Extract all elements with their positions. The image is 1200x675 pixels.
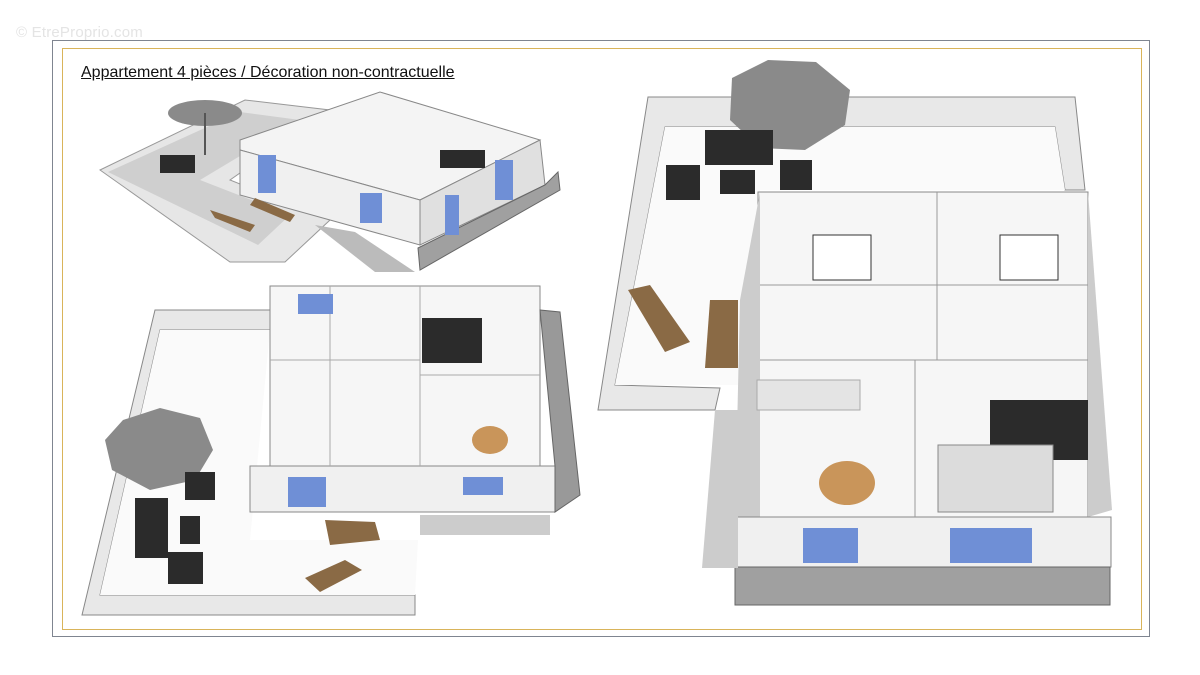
umbrella (105, 408, 213, 490)
inner-frame (62, 48, 1142, 630)
isometric-view (99, 91, 561, 272)
window (445, 195, 459, 235)
page-title: Appartement 4 pièces / Décoration non-co… (81, 64, 455, 81)
floor-plan-right (597, 60, 1112, 606)
watermark: © EtreProprio.com (16, 24, 143, 41)
window (258, 155, 276, 193)
window (360, 193, 382, 223)
outer-frame (52, 40, 1150, 637)
window (495, 160, 513, 200)
floor-plan-left (81, 285, 581, 616)
umbrella (730, 60, 850, 150)
